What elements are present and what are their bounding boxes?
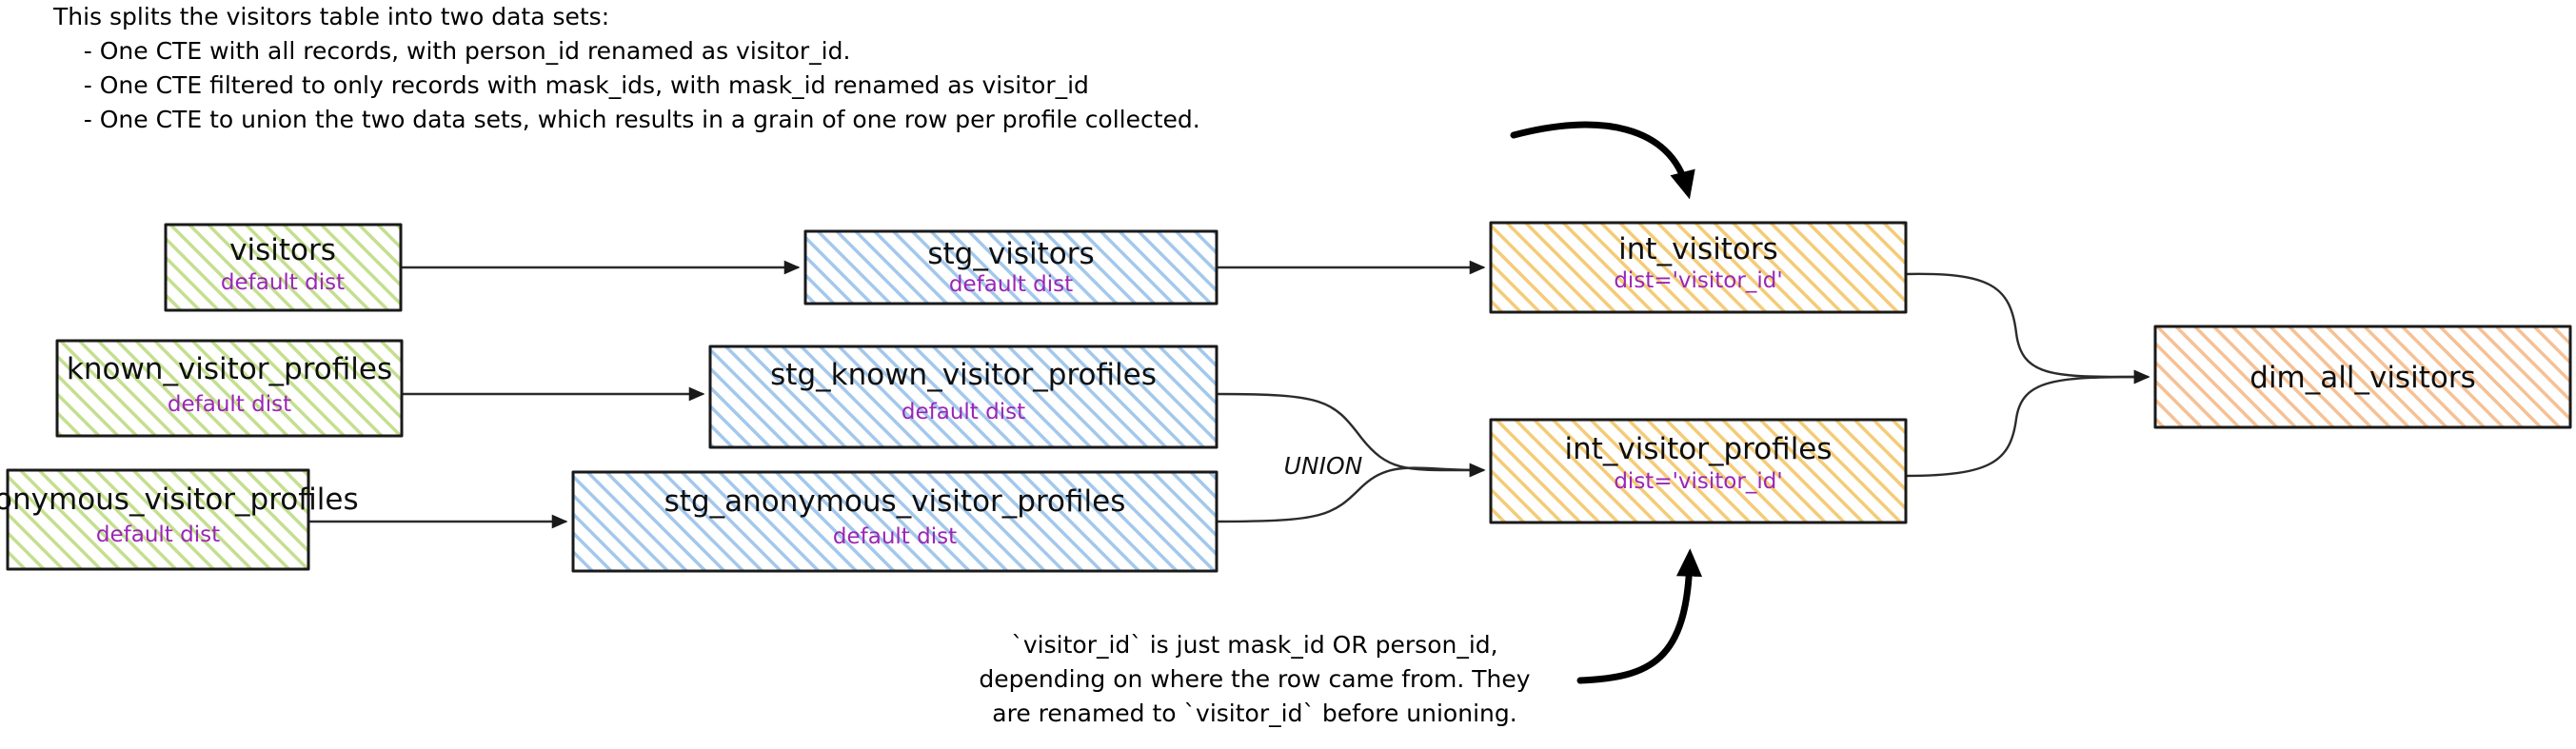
node-int-visitor-profiles-subtitle: dist='visitor_id' [1614, 469, 1782, 494]
node-dim-all-visitors-title: dim_all_visitors [2249, 361, 2475, 395]
node-anonymous-visitor-profiles-subtitle: default dist [96, 522, 220, 547]
node-int-visitors-title: int_visitors [1618, 232, 1778, 266]
header-note-line-4: - One CTE to union the two data sets, wh… [53, 106, 1200, 133]
node-int-visitors-subtitle: dist='visitor_id' [1614, 268, 1782, 293]
node-known-visitor-profiles[interactable]: known_visitor_profiles default dist [55, 339, 404, 438]
node-dim-all-visitors[interactable]: dim_all_visitors [2153, 325, 2572, 429]
node-stg-known-visitor-profiles[interactable]: stg_known_visitor_profiles default dist [708, 345, 1219, 449]
header-note-arrow-icon [1510, 121, 1695, 200]
node-anonymous-visitor-profiles[interactable]: anonymous_visitor_profiles default dist [0, 468, 359, 571]
bottom-annotation-line-1: `visitor_id` is just mask_id OR person_i… [1011, 631, 1497, 659]
node-known-visitor-profiles-title: known_visitor_profiles [67, 352, 392, 386]
edge-int-visitors-to-dim [1903, 272, 2150, 384]
node-int-visitor-profiles[interactable]: int_visitor_profiles dist='visitor_id' [1489, 418, 1908, 524]
node-int-visitors[interactable]: int_visitors dist='visitor_id' [1489, 221, 1908, 314]
edge-label-union: UNION [1284, 452, 1363, 480]
node-visitors-subtitle: default dist [221, 270, 345, 295]
node-stg-known-visitor-profiles-title: stg_known_visitor_profiles [770, 358, 1157, 392]
bottom-annotation: `visitor_id` is just mask_id OR person_i… [979, 631, 1530, 727]
bottom-annotation-line-3: are renamed to `visitor_id` before union… [992, 700, 1516, 727]
node-stg-anonymous-visitor-profiles-subtitle: default dist [833, 524, 957, 549]
node-int-visitor-profiles-title: int_visitor_profiles [1564, 432, 1832, 466]
node-visitors-title: visitors [229, 233, 336, 267]
node-stg-visitors[interactable]: stg_visitors default dist [803, 229, 1219, 306]
node-visitors[interactable]: visitors default dist [164, 223, 403, 312]
header-note-line-2: - One CTE with all records, with person_… [53, 37, 850, 65]
edge-stg-anonymous-to-int-profiles [1215, 463, 1486, 523]
header-note-line-3: - One CTE filtered to only records with … [53, 71, 1089, 99]
header-note: This splits the visitors table into two … [52, 3, 1200, 133]
header-note-line-1: This splits the visitors table into two … [52, 3, 609, 30]
edges: UNION [307, 260, 2150, 529]
bottom-annotation-line-2: depending on where the row came from. Th… [979, 665, 1530, 693]
node-known-visitor-profiles-subtitle: default dist [168, 392, 291, 417]
node-stg-anonymous-visitor-profiles-title: stg_anonymous_visitor_profiles [664, 484, 1126, 519]
node-anonymous-visitor-profiles-title: anonymous_visitor_profiles [0, 483, 359, 517]
node-stg-visitors-subtitle: default dist [949, 272, 1073, 297]
edge-stg-known-to-int-profiles [1215, 392, 1486, 478]
node-stg-anonymous-visitor-profiles[interactable]: stg_anonymous_visitor_profiles default d… [571, 470, 1219, 573]
bottom-annotation-arrow-icon [1576, 548, 1703, 684]
node-stg-visitors-title: stg_visitors [927, 237, 1094, 271]
edge-int-profiles-to-dim [1903, 369, 2150, 478]
node-stg-known-visitor-profiles-subtitle: default dist [902, 400, 1025, 424]
